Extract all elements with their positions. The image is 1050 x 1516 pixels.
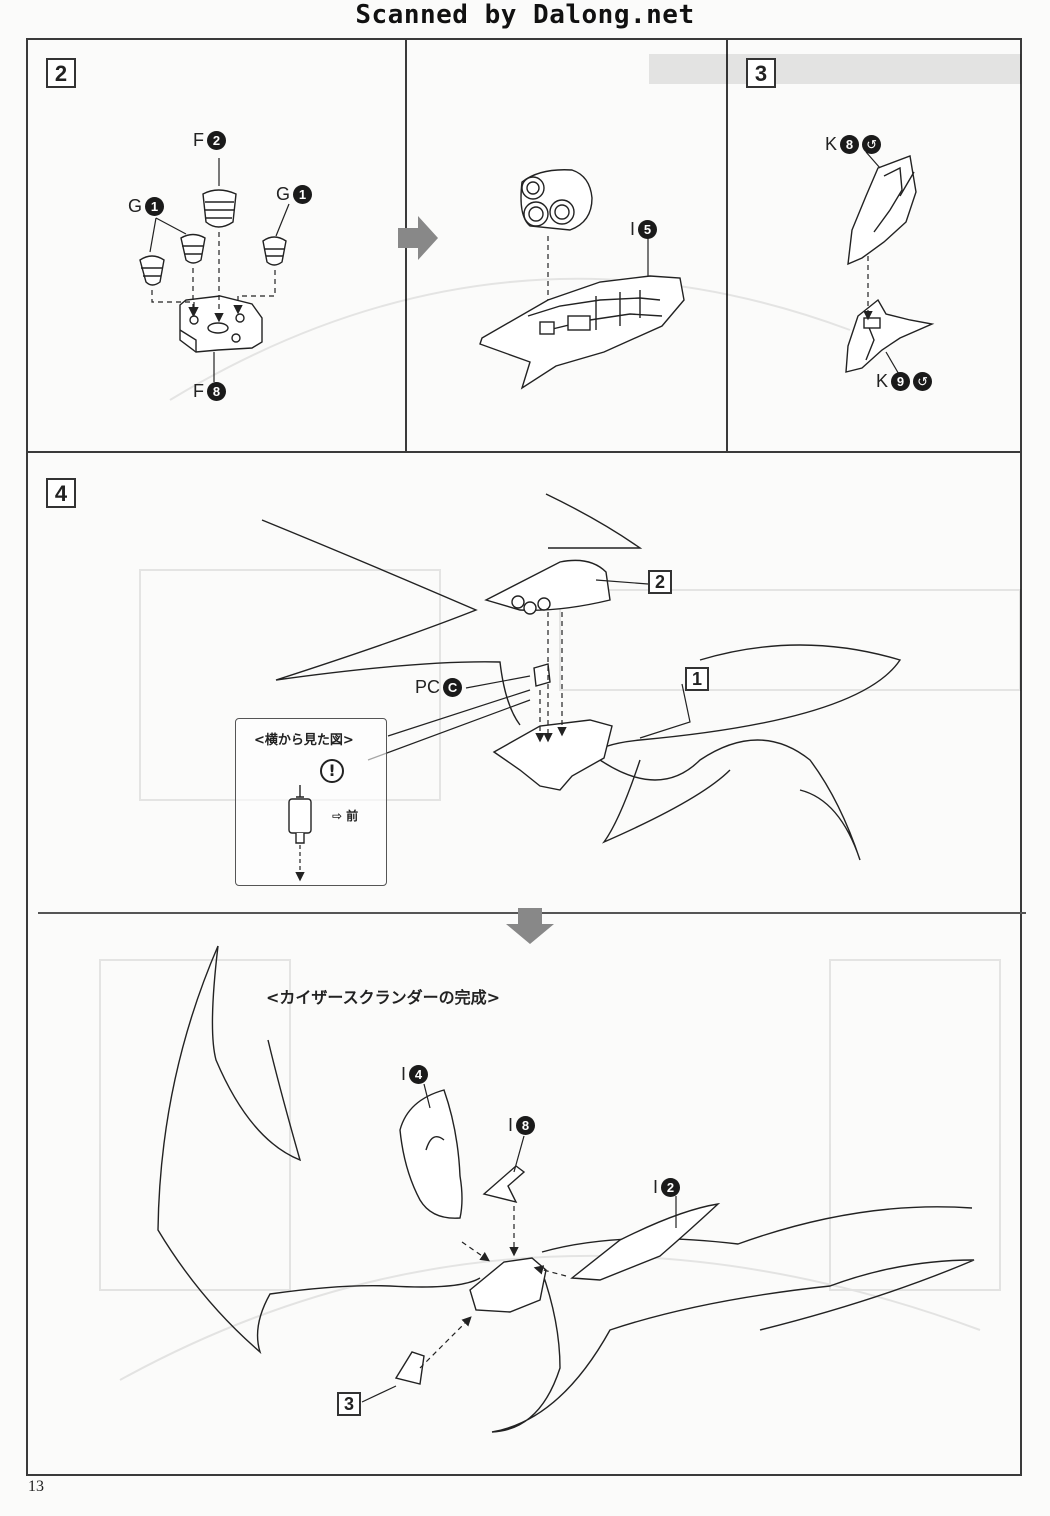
part-label-i4: I 4 — [401, 1064, 429, 1085]
part-number-badge: 2 — [207, 131, 226, 150]
part-letter: K — [825, 134, 838, 154]
scan-watermark: Scanned by Dalong.net — [355, 0, 695, 30]
side-view-drawing — [288, 785, 312, 882]
completed-scrander — [157, 945, 975, 1433]
step4-wing-assembly — [261, 493, 902, 861]
part-letter: I — [653, 1177, 659, 1197]
part-number-badge: 1 — [293, 185, 313, 204]
part-letter: F — [193, 130, 204, 150]
part-letter: I — [630, 219, 636, 239]
completion-title: <カイザースクランダーの完成> — [266, 988, 501, 1007]
part-number-badge: C — [443, 678, 463, 697]
instruction-frame — [26, 38, 1022, 1476]
step-number-4: 4 — [46, 478, 76, 508]
swirl-icon: ↺ — [862, 135, 882, 154]
part-number-badge: 2 — [661, 1178, 681, 1197]
part-label-g1-left: G 1 — [128, 196, 165, 217]
part-label-i8: I 8 — [508, 1115, 536, 1136]
outline-arrow-right-icon: ⇨ — [332, 808, 343, 823]
part-letter: G — [128, 196, 143, 216]
completed-guides — [361, 1083, 677, 1403]
arrow-icon-down — [506, 908, 554, 944]
part-label-g1-right: G 1 — [276, 184, 313, 205]
part-label-pc-c: PC C — [415, 677, 463, 698]
front-direction-indicator: ⇨ 前 — [332, 807, 358, 824]
part-label-k9: K 9 ↺ — [876, 371, 933, 392]
part-number-badge: 8 — [840, 135, 860, 154]
part-number-badge: 9 — [891, 372, 911, 391]
step2-leaders — [149, 158, 649, 382]
arrow-icon-step2 — [398, 216, 438, 260]
part-letter: I — [401, 1064, 407, 1084]
part-label-k8: K 8 ↺ — [825, 134, 882, 155]
step4-guides — [367, 579, 691, 761]
step-number-2: 2 — [46, 58, 76, 88]
swirl-icon: ↺ — [913, 372, 933, 391]
panel-divider — [26, 451, 1022, 453]
front-label: 前 — [346, 809, 359, 823]
ref-step-2: 2 — [648, 570, 672, 594]
step3-parts — [845, 155, 935, 373]
part-label-f8: F 8 — [193, 381, 226, 402]
step-number-3: 3 — [746, 58, 776, 88]
side-view-title: <横から見た図> — [254, 733, 354, 748]
page-number: 13 — [28, 1478, 44, 1495]
step2-body-assembly — [479, 169, 685, 390]
part-number-badge: 8 — [516, 1116, 536, 1135]
part-label-f2: F 2 — [193, 130, 226, 151]
part-number-badge: 1 — [145, 197, 165, 216]
part-letter: G — [276, 184, 291, 204]
part-letter: I — [508, 1115, 514, 1135]
part-label-i2: I 2 — [653, 1177, 681, 1198]
part-letter: PC — [415, 677, 441, 697]
part-number-badge: 4 — [409, 1065, 429, 1084]
side-view-inset: <横から見た図> ! ⇨ 前 — [235, 718, 387, 886]
exclamation-circle-icon: ! — [320, 759, 344, 783]
part-letter: K — [876, 371, 889, 391]
part-number-badge: 8 — [207, 382, 226, 401]
ref-step-3: 3 — [337, 1392, 361, 1416]
part-letter: F — [193, 381, 204, 401]
part-number-badge: 5 — [638, 220, 658, 239]
panel-divider — [726, 38, 728, 452]
ref-step-1: 1 — [685, 667, 709, 691]
part-label-i5: I 5 — [630, 219, 658, 240]
